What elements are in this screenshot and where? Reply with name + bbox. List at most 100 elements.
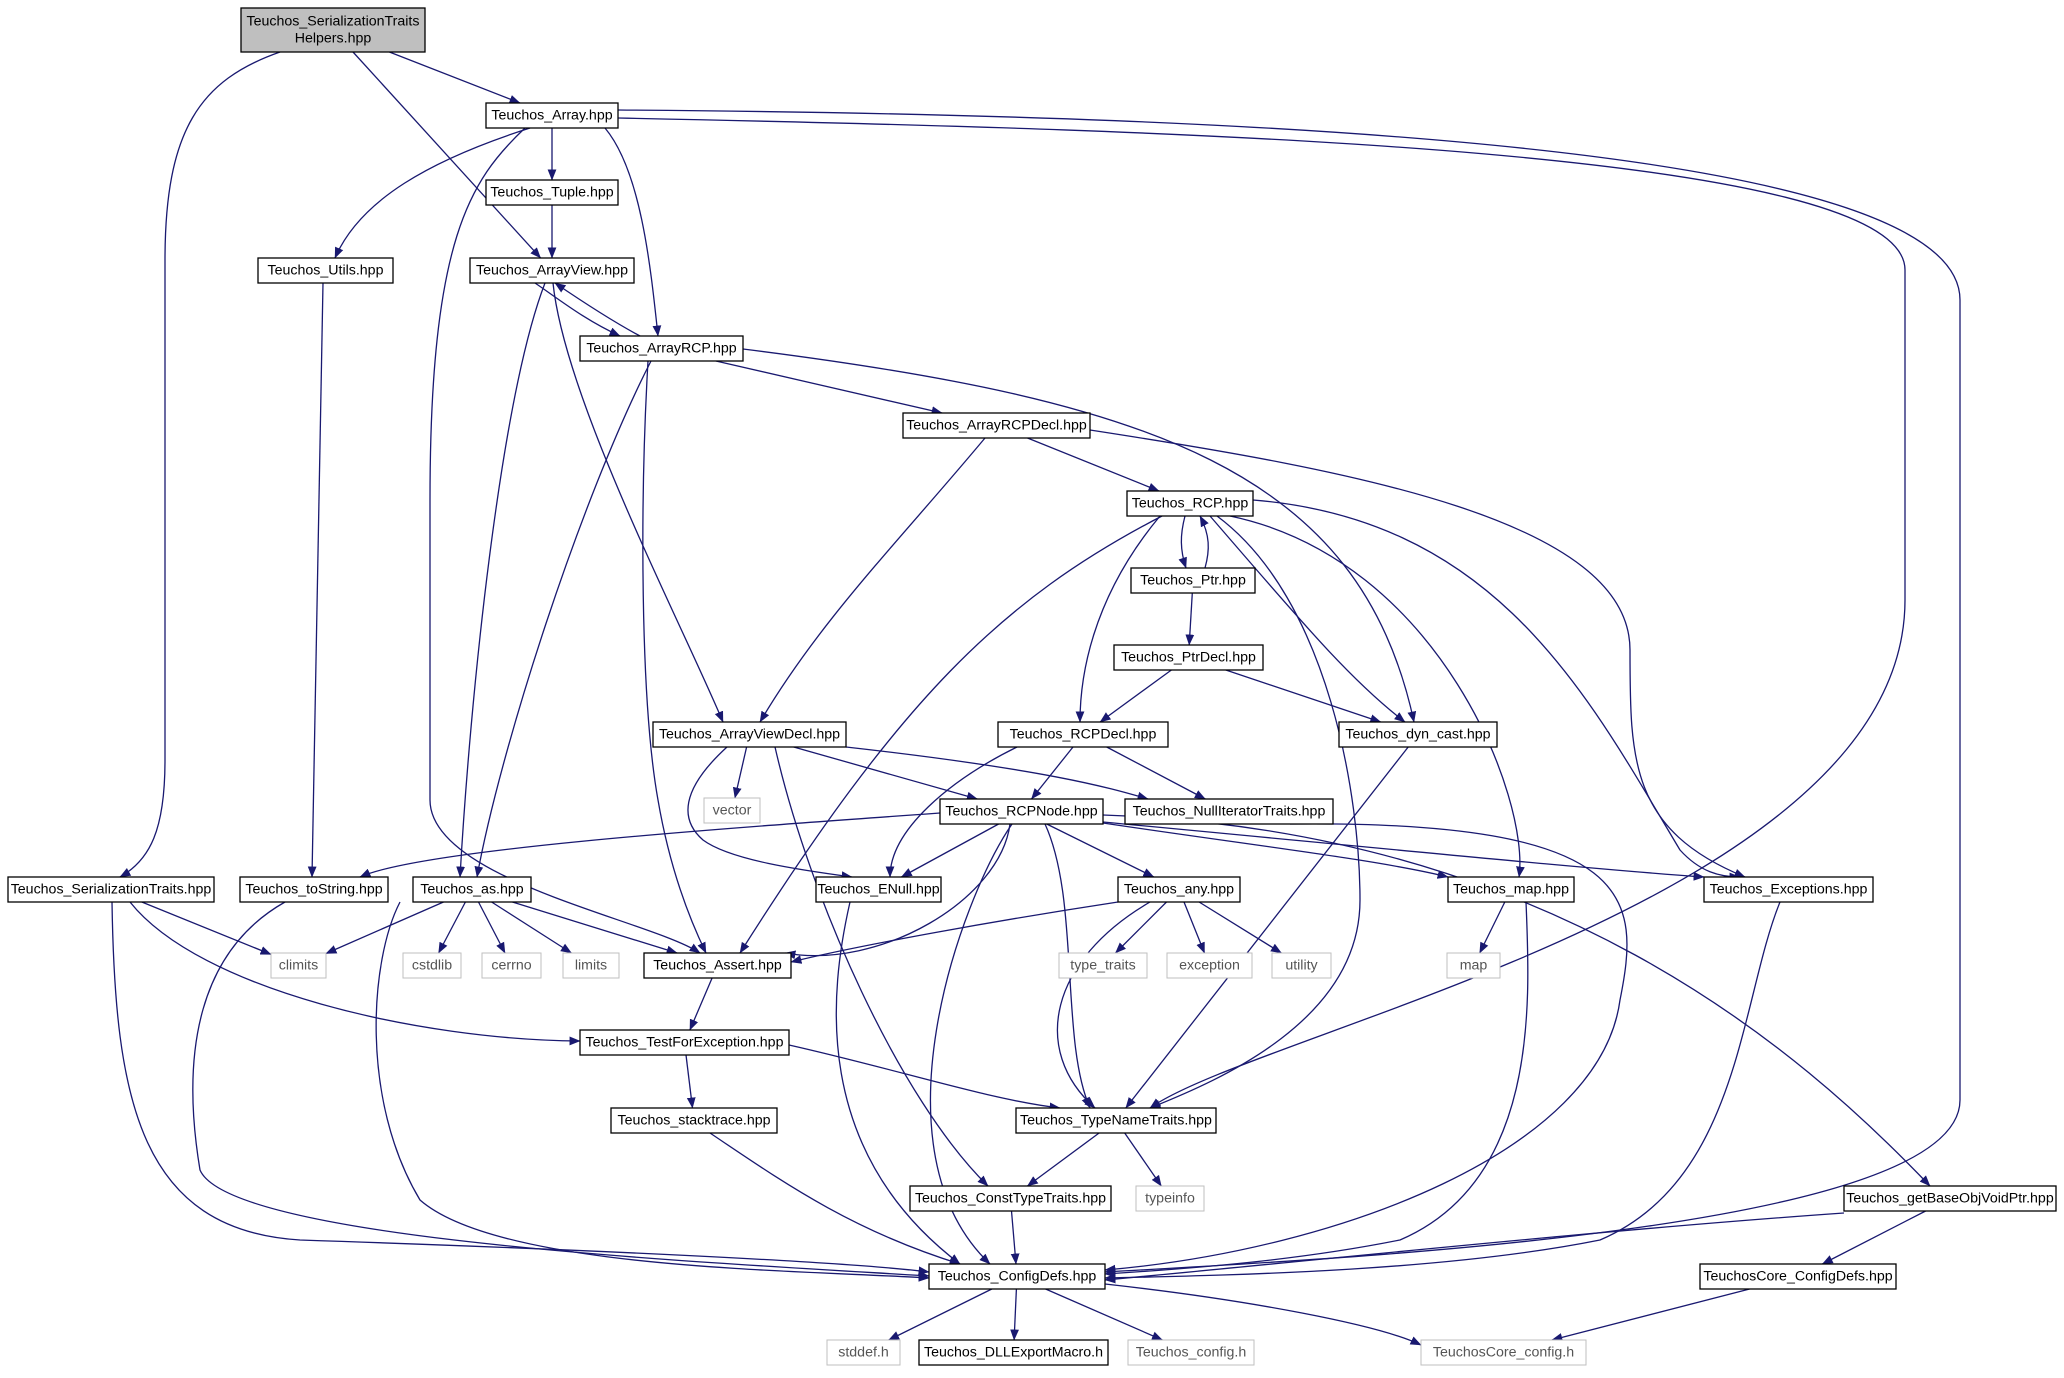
edge-as-to-assert <box>512 901 678 955</box>
node-label-map: map <box>1460 958 1488 974</box>
node-label-dyncast: Teuchos_dyn_cast.hpp <box>1345 727 1490 743</box>
node-tuple[interactable]: Teuchos_Tuple.hpp <box>485 179 619 206</box>
edge-testforexc-to-stacktrace <box>685 1054 696 1109</box>
node-label-sertraits: Teuchos_SerializationTraits.hpp <box>11 882 212 898</box>
node-label-map_hpp: Teuchos_map.hpp <box>1453 882 1569 898</box>
node-label-any: Teuchos_any.hpp <box>1124 882 1234 898</box>
edge-rcpdecl-to-nulliter <box>1106 746 1206 800</box>
node-dyncast[interactable]: Teuchos_dyn_cast.hpp <box>1338 721 1498 748</box>
node-getbase[interactable]: Teuchos_getBaseObjVoidPtr.hpp <box>1843 1185 2057 1212</box>
node-arrayviewdecl[interactable]: Teuchos_ArrayViewDecl.hpp <box>652 721 847 748</box>
edge-rcpnode-to-getbase <box>1102 814 1931 1187</box>
node-sertraits[interactable]: Teuchos_SerializationTraits.hpp <box>7 876 215 903</box>
node-box-any <box>1117 876 1241 903</box>
node-ptr[interactable]: Teuchos_Ptr.hpp <box>1130 567 1256 594</box>
node-rcpdecl[interactable]: Teuchos_RCPDecl.hpp <box>997 721 1169 748</box>
edge-rcp-to-assert <box>739 515 1163 954</box>
node-box-coreconfig_h <box>1420 1339 1587 1366</box>
node-typename[interactable]: Teuchos_TypeNameTraits.hpp <box>1015 1107 1217 1134</box>
node-label-ptrdecl: Teuchos_PtrDecl.hpp <box>1121 650 1256 666</box>
node-coreconfig_h: TeuchosCore_config.h <box>1420 1339 1587 1366</box>
node-exception: exception <box>1166 952 1253 979</box>
node-label-stacktrace: Teuchos_stacktrace.hpp <box>618 1113 771 1129</box>
node-box-exceptions <box>1703 876 1874 903</box>
edge-any-to-assert <box>790 901 1119 964</box>
node-label-typename: Teuchos_TypeNameTraits.hpp <box>1020 1113 1212 1129</box>
edge-sertraits-to-configdefs <box>111 901 930 1276</box>
edge-getbase-to-coreconfigdefs <box>1821 1210 1926 1265</box>
node-arrayrcpdecl[interactable]: Teuchos_ArrayRCPDecl.hpp <box>902 412 1091 439</box>
node-box-testforexc <box>579 1029 790 1056</box>
edge-map_hpp-to-configdefs <box>1104 901 1529 1278</box>
node-enull[interactable]: Teuchos_ENull.hpp <box>815 876 942 903</box>
edge-stacktrace-to-configdefs <box>709 1132 961 1266</box>
node-assert[interactable]: Teuchos_Assert.hpp <box>643 952 792 979</box>
node-map_hpp[interactable]: Teuchos_map.hpp <box>1447 876 1575 903</box>
edge-arrayrcpdecl-to-rcp <box>1027 437 1160 492</box>
edge-assert-to-testforexc <box>689 977 713 1031</box>
edge-sertraits-to-climits <box>141 901 272 956</box>
node-map: map <box>1446 952 1501 979</box>
edge-arrayview-to-as <box>456 282 546 878</box>
node-consttype[interactable]: Teuchos_ConstTypeTraits.hpp <box>909 1185 1112 1212</box>
node-box-root <box>240 7 426 53</box>
node-label-assert: Teuchos_Assert.hpp <box>653 958 782 974</box>
edge-dyncast-to-typename <box>1125 746 1409 1109</box>
node-rcpnode[interactable]: Teuchos_RCPNode.hpp <box>939 798 1104 825</box>
node-coreconfigdefs[interactable]: TeuchosCore_ConfigDefs.hpp <box>1699 1263 1897 1290</box>
node-exceptions[interactable]: Teuchos_Exceptions.hpp <box>1703 876 1874 903</box>
node-box-as <box>412 876 532 903</box>
node-label-getbase: Teuchos_getBaseObjVoidPtr.hpp <box>1846 1191 2054 1207</box>
edge-ptr-to-rcp <box>1199 515 1209 569</box>
node-typeinfo: typeinfo <box>1135 1185 1205 1212</box>
node-as[interactable]: Teuchos_as.hpp <box>412 876 532 903</box>
edge-as-to-limits <box>491 901 572 954</box>
node-arrayrcp[interactable]: Teuchos_ArrayRCP.hpp <box>579 335 744 362</box>
node-box-coreconfigdefs <box>1699 1263 1897 1290</box>
node-ptrdecl[interactable]: Teuchos_PtrDecl.hpp <box>1113 644 1264 671</box>
edge-rcpnode-to-any <box>1046 823 1155 878</box>
node-configdefs[interactable]: Teuchos_ConfigDefs.hpp <box>928 1263 1106 1290</box>
edge-typename-to-consttype <box>1026 1132 1100 1187</box>
edge-rcpnode-to-enull <box>900 823 999 878</box>
edge-configdefs-to-stddef <box>888 1288 993 1341</box>
node-utils[interactable]: Teuchos_Utils.hpp <box>257 257 394 284</box>
edge-nulliter-to-configdefs <box>1104 823 1628 1274</box>
node-box-rcp <box>1126 490 1254 517</box>
node-type_traits: type_traits <box>1058 952 1148 979</box>
node-box-consttype <box>909 1185 1112 1212</box>
node-box-utility <box>1271 952 1332 979</box>
node-box-tuple <box>485 179 619 206</box>
node-stddef: stddef.h <box>826 1339 901 1366</box>
node-rcp[interactable]: Teuchos_RCP.hpp <box>1126 490 1254 517</box>
node-box-limits <box>562 952 620 979</box>
node-dllexport[interactable]: Teuchos_DLLExportMacro.h <box>918 1339 1109 1366</box>
edge-arrayviewdecl-to-enull <box>687 746 853 880</box>
node-label-dllexport: Teuchos_DLLExportMacro.h <box>924 1345 1103 1361</box>
node-arrayview[interactable]: Teuchos_ArrayView.hpp <box>469 257 635 284</box>
node-box-tostring <box>239 876 389 903</box>
edge-rcp-to-ptr <box>1178 515 1187 569</box>
node-label-stddef: stddef.h <box>838 1345 888 1361</box>
node-nulliter[interactable]: Teuchos_NullIteratorTraits.hpp <box>1124 798 1334 825</box>
edge-rcpnode-to-map_hpp <box>1102 822 1449 879</box>
node-stacktrace[interactable]: Teuchos_stacktrace.hpp <box>610 1107 778 1134</box>
node-array[interactable]: Teuchos_Array.hpp <box>485 102 619 129</box>
node-box-ptrdecl <box>1113 644 1264 671</box>
edge-enull-to-configdefs <box>835 901 961 1265</box>
node-utility: utility <box>1271 952 1332 979</box>
edge-rcpdecl-to-rcpnode <box>1030 746 1074 800</box>
edge-configdefs-to-config_h <box>1045 1288 1163 1341</box>
node-testforexc[interactable]: Teuchos_TestForException.hpp <box>579 1029 790 1056</box>
nodes-layer: Teuchos_SerializationTraitsHelpers.hppTe… <box>7 7 2057 1366</box>
node-box-rcpdecl <box>997 721 1169 748</box>
edge-array-to-assert <box>429 127 701 954</box>
node-any[interactable]: Teuchos_any.hpp <box>1117 876 1241 903</box>
node-tostring[interactable]: Teuchos_toString.hpp <box>239 876 389 903</box>
node-label-limits: limits <box>575 958 607 974</box>
edge-as-to-cstdlib <box>438 901 466 954</box>
edge-ptrdecl-to-dyncast <box>1225 669 1382 723</box>
edge-arrayviewdecl-to-consttype <box>774 746 989 1187</box>
node-label-cstdlib: cstdlib <box>412 958 452 974</box>
